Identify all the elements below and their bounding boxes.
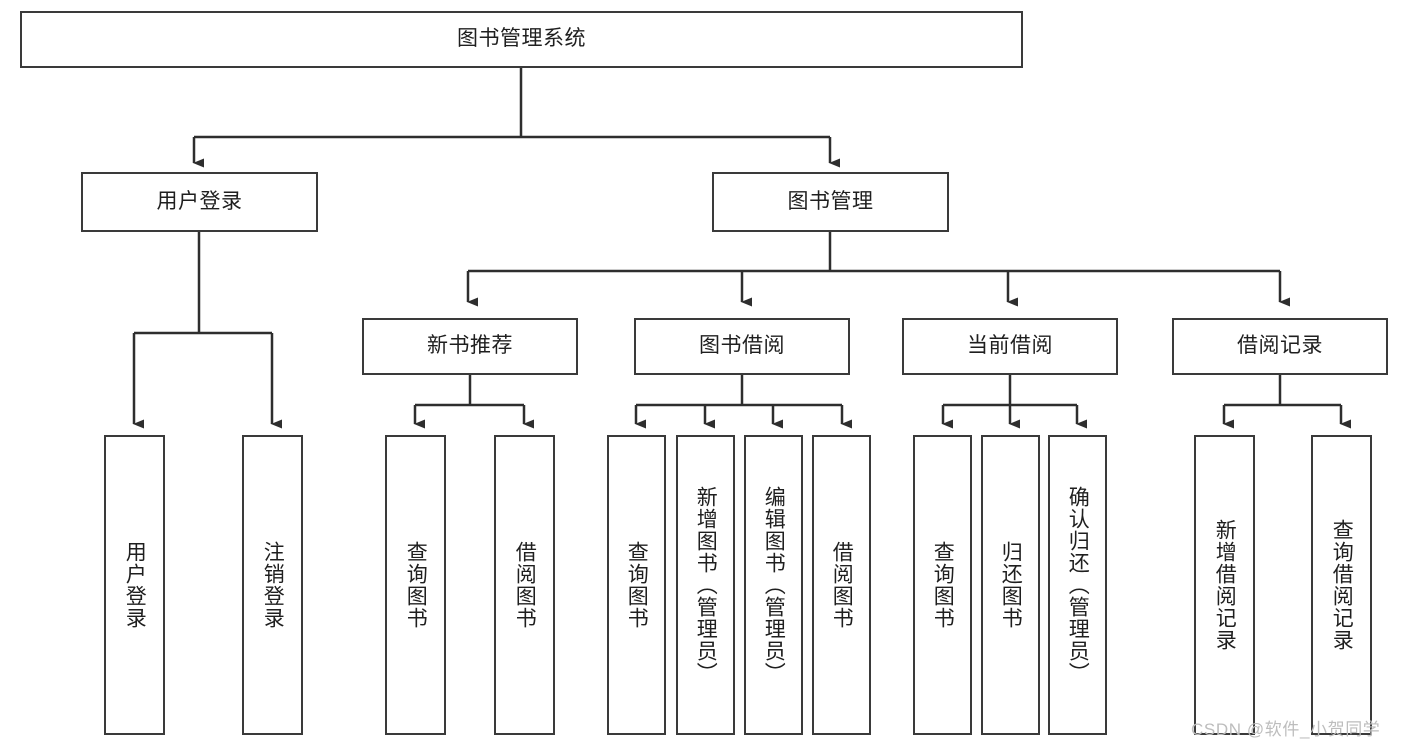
- node-current-borrow[interactable]: 当前借阅: [902, 318, 1118, 375]
- leaf-records-query-record-label: 查询借阅记录: [1330, 519, 1354, 651]
- leaf-borrow-edit-book-admin[interactable]: 编辑图书（管理员）: [744, 435, 803, 735]
- node-borrow-records[interactable]: 借阅记录: [1172, 318, 1388, 375]
- leaf-borrow-edit-book-admin-label: 编辑图书（管理员）: [762, 486, 786, 684]
- leaf-user-login-signin[interactable]: 用户登录: [104, 435, 165, 735]
- node-borrow-records-label: 借阅记录: [1237, 334, 1323, 358]
- leaf-borrow-borrow-book[interactable]: 借阅图书: [812, 435, 871, 735]
- leaf-borrow-query-book-label: 查询图书: [625, 541, 649, 629]
- node-user-login[interactable]: 用户登录: [81, 172, 318, 232]
- leaf-current-query-book-label: 查询图书: [931, 541, 955, 629]
- node-current-borrow-label: 当前借阅: [967, 334, 1053, 358]
- leaf-recommend-query-book-label: 查询图书: [404, 541, 428, 629]
- leaf-records-query-record[interactable]: 查询借阅记录: [1311, 435, 1372, 735]
- leaf-recommend-borrow-book[interactable]: 借阅图书: [494, 435, 555, 735]
- leaf-current-return-book-label: 归还图书: [999, 541, 1023, 629]
- node-book-borrow-label: 图书借阅: [699, 334, 785, 358]
- leaf-current-confirm-return-admin[interactable]: 确认归还（管理员）: [1048, 435, 1107, 735]
- node-book-borrow[interactable]: 图书借阅: [634, 318, 850, 375]
- watermark: CSDN @软件_小贺同学: [1191, 720, 1381, 739]
- leaf-recommend-borrow-book-label: 借阅图书: [513, 541, 537, 629]
- leaf-borrow-add-book-admin[interactable]: 新增图书（管理员）: [676, 435, 735, 735]
- node-root-label: 图书管理系统: [457, 27, 586, 51]
- leaf-current-query-book[interactable]: 查询图书: [913, 435, 972, 735]
- leaf-current-return-book[interactable]: 归还图书: [981, 435, 1040, 735]
- node-root[interactable]: 图书管理系统: [20, 11, 1023, 68]
- leaf-borrow-add-book-admin-label: 新增图书（管理员）: [694, 486, 718, 684]
- node-user-login-label: 用户登录: [156, 189, 243, 213]
- node-new-book-recommend[interactable]: 新书推荐: [362, 318, 578, 375]
- node-book-management-label: 图书管理: [787, 189, 874, 213]
- leaf-records-add-record[interactable]: 新增借阅记录: [1194, 435, 1255, 735]
- leaf-borrow-query-book[interactable]: 查询图书: [607, 435, 666, 735]
- leaf-borrow-borrow-book-label: 借阅图书: [830, 541, 854, 629]
- node-new-book-recommend-label: 新书推荐: [427, 334, 513, 358]
- leaf-records-add-record-label: 新增借阅记录: [1213, 519, 1237, 651]
- leaf-user-login-signout-label: 注销登录: [261, 541, 285, 629]
- leaf-user-login-signout[interactable]: 注销登录: [242, 435, 303, 735]
- leaf-current-confirm-return-admin-label: 确认归还（管理员）: [1066, 486, 1090, 684]
- node-book-management[interactable]: 图书管理: [712, 172, 949, 232]
- leaf-recommend-query-book[interactable]: 查询图书: [385, 435, 446, 735]
- leaf-user-login-signin-label: 用户登录: [123, 541, 147, 629]
